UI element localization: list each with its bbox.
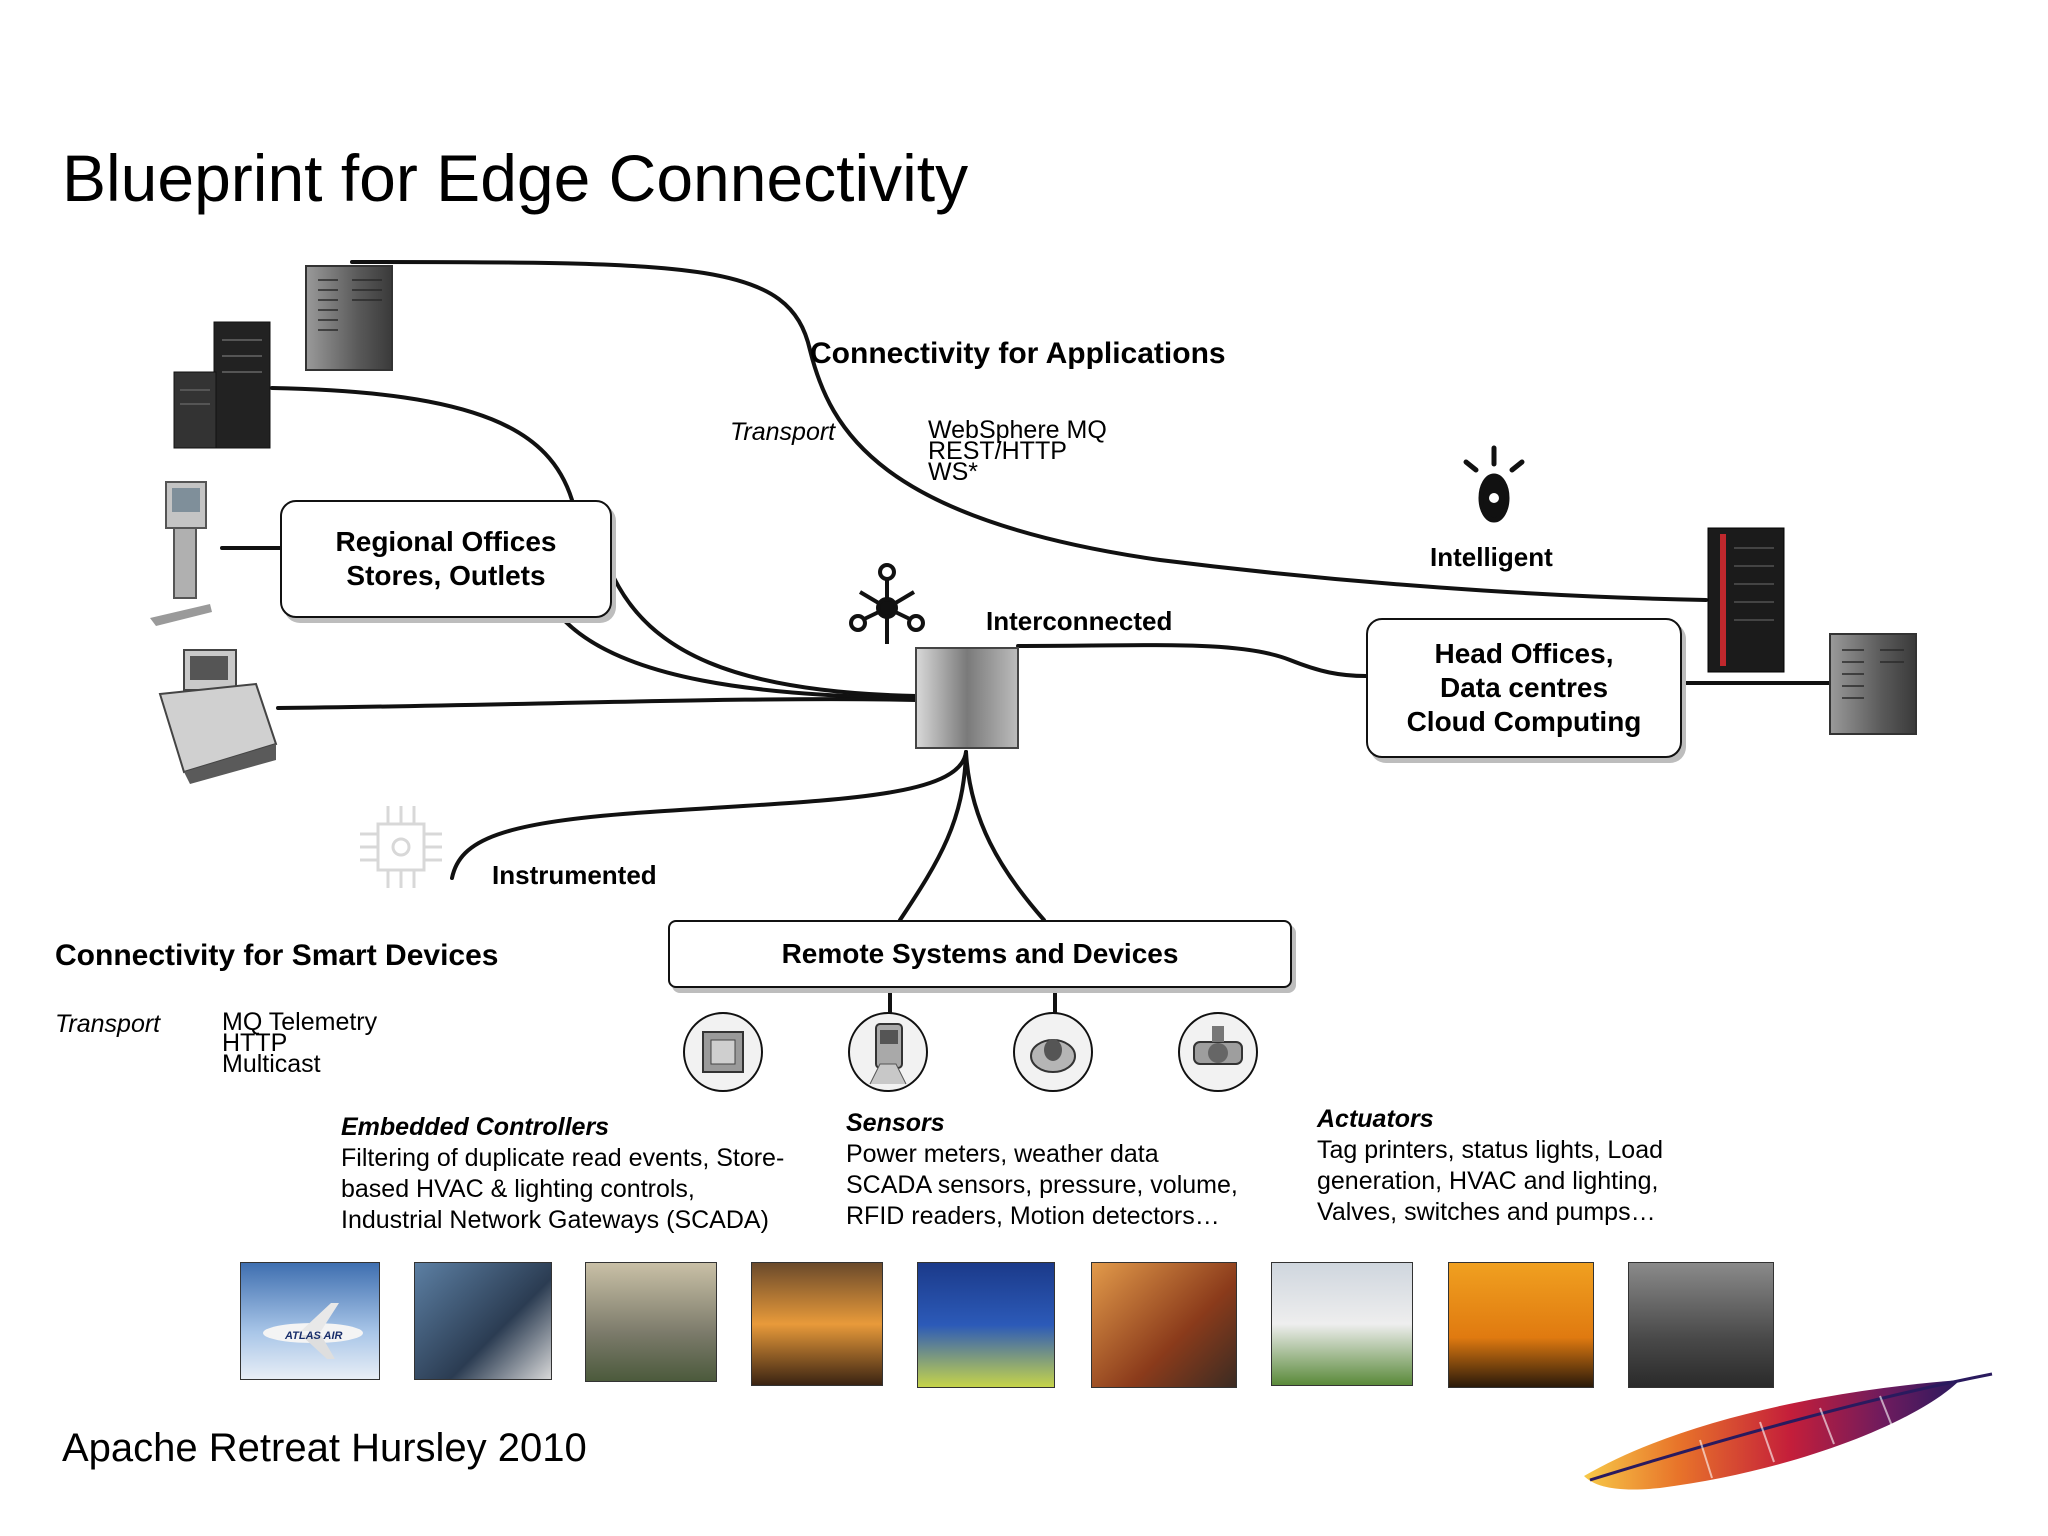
smart-protocol-3: Multicast xyxy=(222,1050,321,1078)
kiosk-device xyxy=(150,481,212,626)
airplane-photo: ATLAS AIR xyxy=(240,1262,380,1380)
line-register-to-hub xyxy=(276,697,918,710)
smart-transport-label: Transport xyxy=(55,1010,161,1038)
smart-protocol-2: HTTP xyxy=(222,1029,288,1057)
fingerprint-reader-icon xyxy=(1013,1012,1093,1092)
instrumented-label: Instrumented xyxy=(492,860,657,890)
car-traffic-photo xyxy=(1628,1262,1774,1388)
footer-text: Apache Retreat Hursley 2010 xyxy=(62,1426,587,1470)
oil-rig-photo xyxy=(751,1262,883,1386)
embedded-controllers-line-1: Filtering of duplicate read events, Stor… xyxy=(341,1144,785,1172)
actuators-line-2: generation, HVAC and lighting, xyxy=(1317,1167,1659,1195)
embedded-controllers-line-2: based HVAC & lighting controls, xyxy=(341,1175,695,1203)
sensors-line-3: RFID readers, Motion detectors… xyxy=(846,1202,1220,1230)
server-tower-grey xyxy=(305,265,393,371)
embedded-controllers-description: Embedded Controllers Filtering of duplic… xyxy=(341,1112,784,1236)
intelligent-label: Intelligent xyxy=(1430,542,1553,572)
hub-switch xyxy=(915,647,1019,749)
embedded-chip-icon xyxy=(683,1012,763,1092)
handheld-sensor-icon xyxy=(848,1012,928,1092)
line-regional-to-hub-2 xyxy=(560,616,918,700)
regional-offices-box: Regional Offices Stores, Outlets xyxy=(280,500,612,618)
network-node-icon xyxy=(849,563,925,644)
line-regional-to-hub-1 xyxy=(612,576,918,698)
app-connectivity-heading: Connectivity for Applications xyxy=(810,337,1226,370)
line-top-server-to-head xyxy=(350,260,1708,602)
sensors-heading: Sensors xyxy=(846,1109,945,1137)
server-tower-right xyxy=(1829,633,1917,735)
head-offices-line-3: Cloud Computing xyxy=(1406,706,1642,737)
app-protocol-1: WebSphere MQ xyxy=(928,416,1107,444)
head-offices-line-2: Data centres xyxy=(1439,672,1609,703)
interconnected-label: Interconnected xyxy=(986,606,1173,636)
remote-systems-label: Remote Systems and Devices xyxy=(781,938,1179,969)
app-transport-label: Transport xyxy=(730,418,836,446)
app-protocol-list: WebSphere MQ REST/HTTP WS* xyxy=(928,416,1107,486)
remote-systems-box: Remote Systems and Devices xyxy=(668,920,1292,988)
regional-offices-line-2: Stores, Outlets xyxy=(346,560,546,591)
wind-turbines-photo xyxy=(1448,1262,1594,1388)
field-worker-photo xyxy=(917,1262,1055,1388)
hospital-photo xyxy=(414,1262,552,1380)
app-protocol-3: WS* xyxy=(928,458,978,486)
line-tower-to-regional xyxy=(270,386,574,502)
valve-pipes-photo xyxy=(585,1262,717,1382)
embedded-controllers-line-3: Industrial Network Gateways (SCADA) xyxy=(341,1206,769,1234)
server-rack-red xyxy=(1707,527,1785,673)
line-hub-to-head xyxy=(1016,643,1368,678)
app-protocol-2: REST/HTTP xyxy=(928,437,1067,465)
line-hub-to-remote-right xyxy=(964,750,1046,922)
regional-offices-line-1: Regional Offices xyxy=(335,526,557,557)
house-photo xyxy=(1271,1262,1413,1386)
line-hub-to-remote-left xyxy=(898,750,968,922)
airplane-caption: ATLAS AIR xyxy=(284,1330,342,1342)
smart-connectivity-heading: Connectivity for Smart Devices xyxy=(55,939,499,972)
embedded-controllers-heading: Embedded Controllers xyxy=(341,1113,610,1141)
connection-lines xyxy=(220,260,1832,1014)
valve-actuator-icon xyxy=(1178,1012,1258,1092)
lightbulb-icon xyxy=(1463,445,1525,523)
sensors-line-1: Power meters, weather data xyxy=(846,1140,1159,1168)
page-title: Blueprint for Edge Connectivity xyxy=(62,141,969,215)
head-offices-line-1: Head Offices, xyxy=(1434,638,1614,669)
actuators-line-3: Valves, switches and pumps… xyxy=(1317,1198,1656,1226)
apache-feather-logo xyxy=(1584,1372,1993,1490)
actuators-line-1: Tag printers, status lights, Load xyxy=(1317,1136,1664,1164)
line-hub-to-instrumented xyxy=(450,750,968,880)
head-offices-box: Head Offices, Data centres Cloud Computi… xyxy=(1366,618,1682,758)
smart-protocol-1: MQ Telemetry xyxy=(222,1008,378,1036)
smart-protocol-list: MQ Telemetry HTTP Multicast xyxy=(222,1008,378,1078)
server-tower-black xyxy=(173,321,271,449)
sensors-description: Sensors Power meters, weather data SCADA… xyxy=(846,1108,1238,1232)
actuators-description: Actuators Tag printers, status lights, L… xyxy=(1317,1104,1663,1228)
cash-register-device xyxy=(158,649,278,784)
actuators-heading: Actuators xyxy=(1317,1105,1434,1133)
sensors-line-2: SCADA sensors, pressure, volume, xyxy=(846,1171,1238,1199)
chip-icon xyxy=(360,806,442,888)
handheld-device-photo xyxy=(1091,1262,1237,1388)
